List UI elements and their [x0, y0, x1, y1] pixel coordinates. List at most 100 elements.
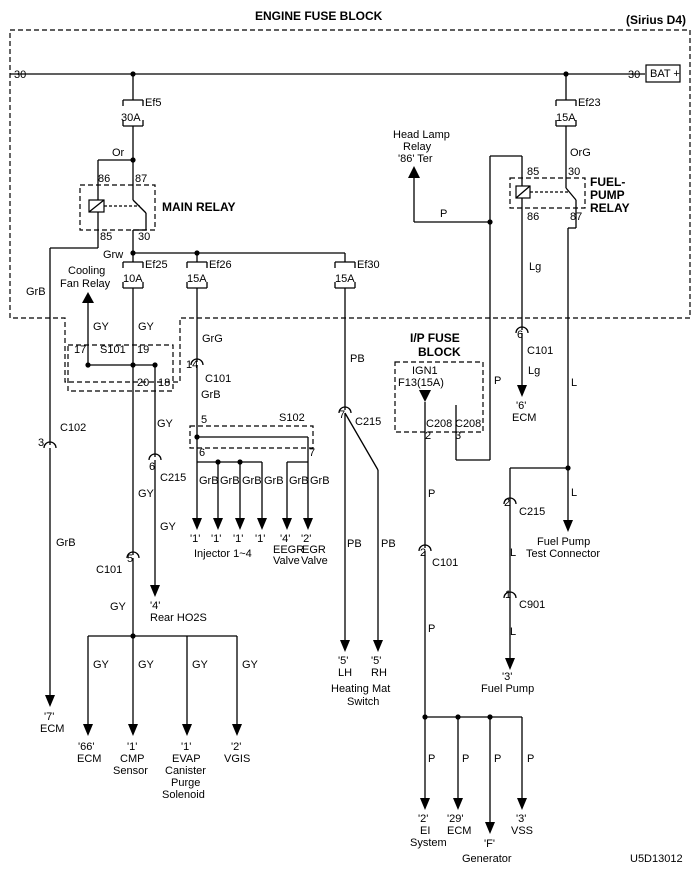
fuel-relay-label-3: RELAY	[590, 201, 630, 215]
arrow-down	[419, 390, 431, 402]
pin-label: 2	[420, 547, 426, 559]
heating-mat-label: Heating Mat	[331, 683, 390, 695]
fuel-pump-pin: '3'	[502, 671, 512, 683]
engine-fuse-block-boundary	[9, 29, 691, 383]
injector-label: Injector 1~4	[194, 548, 252, 560]
wire-color-org: OrG	[570, 147, 591, 159]
main-relay-p85: 85	[100, 231, 112, 243]
fuel-pump-test-label: Fuel Pump	[537, 536, 590, 548]
eegr-label: EEGR	[273, 544, 304, 556]
fuse-f13-rating: F13(15A)	[398, 377, 444, 389]
injector-branches	[192, 459, 313, 530]
ip-fuse-block-label-2: BLOCK	[418, 345, 461, 359]
connector-c101-p: C101	[432, 557, 458, 569]
pin-label: 6	[517, 329, 523, 341]
connector-c208: C208	[455, 418, 481, 430]
pin-label: 3	[455, 430, 461, 442]
connector-symbol	[190, 358, 204, 366]
battery-label: BAT +	[650, 68, 680, 80]
connector-c215-pb: C215	[355, 416, 381, 428]
arrow-down	[128, 724, 138, 736]
ecm-pin-29: '29'	[447, 813, 463, 825]
purge-label: Purge	[171, 777, 200, 789]
arrow-down	[45, 695, 55, 707]
wire-color-lg: Lg	[528, 365, 540, 377]
ecm-label: ECM	[447, 825, 471, 837]
pin-label: 1	[505, 589, 511, 601]
bus-pin-left: 30	[14, 69, 26, 81]
wire-color-grb: GrB	[310, 475, 330, 487]
canister-label: Canister	[165, 765, 206, 777]
fuse-ef26-rating: 15A	[187, 273, 207, 285]
main-relay-box	[79, 184, 156, 231]
pin-label: 17	[74, 344, 86, 356]
generator-pin: 'F'	[484, 838, 495, 850]
fuel-relay-label-1: FUEL-	[590, 175, 625, 189]
cmp-sensor-label: Sensor	[113, 765, 148, 777]
connector-c101-grg: C101	[205, 373, 231, 385]
pin-label: 20	[137, 377, 149, 389]
wire-color-l: L	[571, 377, 577, 389]
wire-color-grg: GrG	[202, 333, 223, 345]
pin-label: 18	[158, 377, 170, 389]
ecm-pin-6: '6'	[516, 400, 526, 412]
splice-s101: S101	[100, 344, 126, 356]
battery-terminal	[645, 64, 681, 83]
eegr-valve-label: Valve	[273, 555, 300, 567]
wire-pb	[344, 412, 379, 471]
arrow-down	[150, 585, 160, 597]
fuse-ef23-rating: 15A	[556, 112, 576, 124]
wire-color-gy: GY	[93, 659, 110, 671]
wire-color-pb: PB	[381, 538, 396, 550]
wire-color-grb: GrB	[199, 475, 219, 487]
wire-color-grb: GrB	[220, 475, 240, 487]
wire-color-gy-2: GY	[157, 418, 174, 430]
pin-label: 3	[38, 437, 44, 449]
splice-s102: S102	[279, 412, 305, 424]
wire-color-l: L	[510, 547, 516, 559]
connector-c101-gy: C101	[96, 564, 122, 576]
arrow-down	[182, 724, 192, 736]
wire-color-or: Or	[112, 147, 125, 159]
ecm-pin-7: '7'	[44, 711, 54, 723]
egr-valve-label: Valve	[301, 555, 328, 567]
wire-color-gy-5: GY	[110, 601, 127, 613]
head-lamp-terminal-label: '86' Ter	[398, 153, 433, 165]
connector-symbol	[515, 326, 529, 334]
ip-fuse-block-box	[394, 361, 484, 433]
connector-symbol	[148, 453, 162, 461]
evap-label: EVAP	[172, 753, 201, 765]
arrow-down	[83, 724, 93, 736]
fuse-ef5-id: Ef5	[145, 97, 162, 109]
arrow-down	[517, 385, 527, 397]
injector-pin: '1'	[190, 533, 200, 545]
arrow-down	[453, 798, 463, 810]
rear-ho2s-pin: '4'	[150, 600, 160, 612]
wire-color-grb: GrB	[242, 475, 262, 487]
arrow-up	[408, 166, 420, 178]
pin-label: 2	[504, 497, 510, 509]
ei-system-label: System	[410, 837, 447, 849]
fuse-ef5-rating: 30A	[121, 112, 141, 124]
fuel-relay-label-2: PUMP	[590, 188, 625, 202]
pin-label: 6	[149, 461, 155, 473]
coil-mark	[88, 199, 105, 213]
head-lamp-label: Head Lamp	[393, 129, 450, 141]
wire-color-gy-3: GY	[160, 521, 177, 533]
wire-color-p: P	[428, 753, 435, 765]
heating-rh-pin: '5'	[371, 655, 381, 667]
fuel-pump-relay-switch	[565, 187, 577, 201]
connector-symbol	[503, 497, 517, 505]
solenoid-label: Solenoid	[162, 789, 205, 801]
wire-color-gy-4: GY	[138, 488, 155, 500]
wire-color-l: L	[510, 626, 516, 638]
coil-mark	[515, 185, 531, 199]
wire-color-gy: GY	[138, 321, 155, 333]
arrow-down	[340, 640, 350, 652]
fuse-ef30-rating: 15A	[335, 273, 355, 285]
connector-symbol	[418, 544, 432, 552]
connector-c101-lg: C101	[527, 345, 553, 357]
evap-pin: '1'	[181, 741, 191, 753]
wire-color-p: P	[494, 753, 501, 765]
wire-color-grb-3: GrB	[201, 389, 221, 401]
